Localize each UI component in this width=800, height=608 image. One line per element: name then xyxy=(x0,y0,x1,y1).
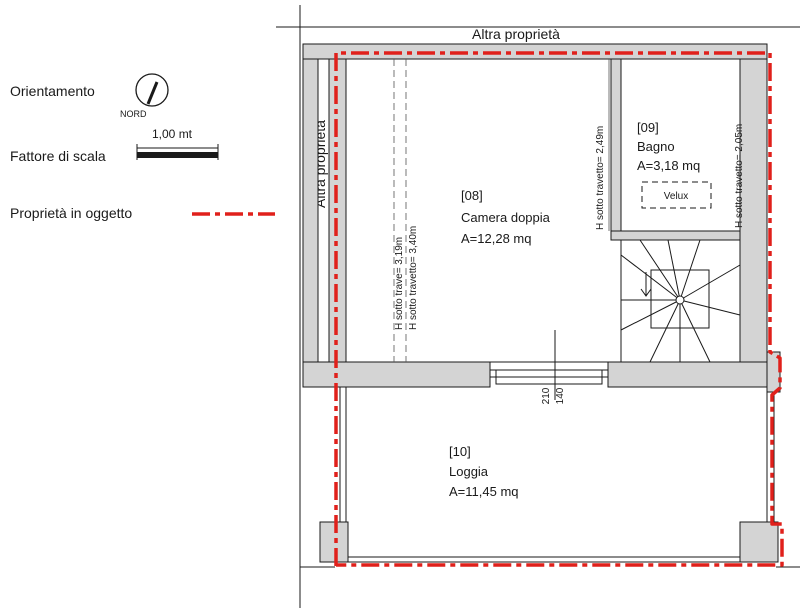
room-loggia-area: A=11,45 mq xyxy=(449,484,519,499)
beam-height-note: H sotto trave= 3,19m xyxy=(394,237,405,330)
scale-bar-icon xyxy=(136,144,219,160)
joist-height-bath-right-note: H sotto travetto= 2,05m xyxy=(734,124,745,228)
room-camera-label: [08] Camera doppia A=12,28 mq xyxy=(461,188,551,246)
pillar-east xyxy=(739,521,779,563)
loggia-parapet xyxy=(339,387,775,563)
velux-skylight xyxy=(641,181,712,209)
door-camera-loggia xyxy=(489,330,609,400)
room-bagno-area: A=3,18 mq xyxy=(637,158,700,173)
room-bagno-name: Bagno xyxy=(637,139,675,154)
orientation-label: Orientamento xyxy=(10,83,95,99)
room-camera-name: Camera doppia xyxy=(461,210,551,225)
joist-height-bath-left-note: H sotto travetto= 2,49m xyxy=(595,126,606,230)
wall-north xyxy=(302,43,768,60)
room-bagno-code: [09] xyxy=(637,120,659,135)
site-lines xyxy=(276,5,800,608)
wall-west-outer xyxy=(302,58,319,363)
neighbor-label-top: Altra proprietà xyxy=(472,26,560,42)
legend: Orientamento NORD 1,00 mt Fattore di sca… xyxy=(10,73,275,221)
spiral-staircase xyxy=(620,239,741,363)
north-label: NORD xyxy=(120,109,147,119)
room-camera-code: [08] xyxy=(461,188,483,203)
room-bagno-label: [09] Bagno A=3,18 mq xyxy=(637,120,700,173)
scale-value: 1,00 mt xyxy=(152,127,193,141)
pillar-west xyxy=(319,521,349,563)
room-loggia-name: Loggia xyxy=(449,464,489,479)
joist-height-camera-note: H sotto travetto= 3,40m xyxy=(408,226,419,330)
walls xyxy=(302,43,781,563)
wall-south-right xyxy=(607,361,768,388)
wall-bath-west xyxy=(610,58,622,240)
room-loggia-code: [10] xyxy=(449,444,471,459)
door-height: 210 xyxy=(541,387,552,404)
wall-bath-south xyxy=(610,230,741,241)
velux-label: Velux xyxy=(664,191,688,202)
wall-south-left xyxy=(302,361,491,388)
wall-east xyxy=(739,58,768,363)
property-label: Proprietà in oggetto xyxy=(10,205,132,221)
room-camera-area: A=12,28 mq xyxy=(461,231,531,246)
beam-lines xyxy=(393,59,407,362)
scale-label: Fattore di scala xyxy=(10,148,106,164)
north-compass-icon xyxy=(135,73,169,107)
door-width: 140 xyxy=(555,387,566,404)
room-loggia-label: [10] Loggia A=11,45 mq xyxy=(449,444,519,499)
property-boundary xyxy=(334,51,784,567)
